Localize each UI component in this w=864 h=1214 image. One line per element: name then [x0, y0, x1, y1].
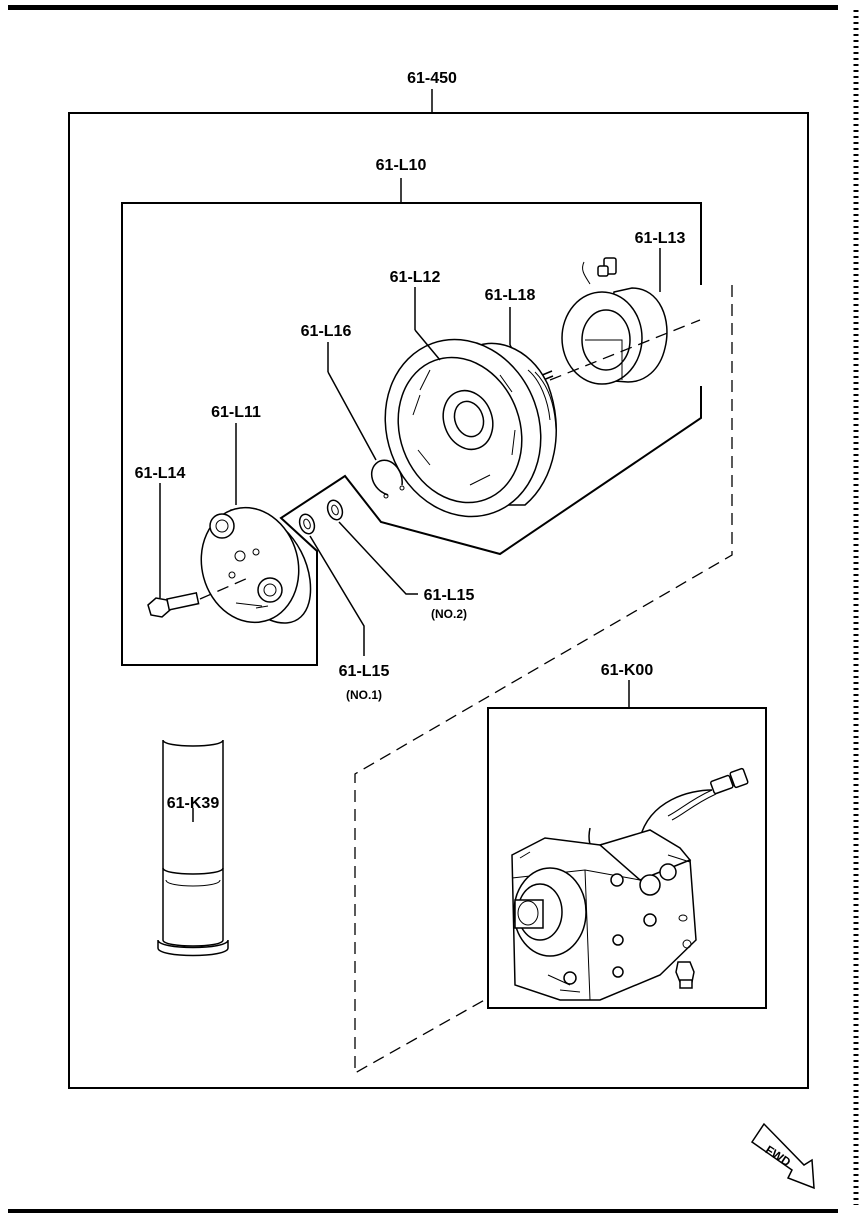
label-61-L15-no1-sub[interactable]: (NO.1)	[346, 688, 382, 702]
snap-ring-61-L16	[370, 459, 405, 499]
oil-container-61-K39	[157, 739, 229, 957]
shim-61-L15-no2	[326, 499, 344, 521]
label-61-K39[interactable]: 61-K39	[167, 795, 220, 812]
label-61-L15-no2[interactable]: 61-L15	[424, 587, 475, 604]
field-coil-61-L13	[561, 257, 668, 385]
compressor-box-61-K00	[487, 707, 767, 1009]
top-rule	[8, 5, 838, 10]
bolt-61-L14	[147, 577, 249, 618]
label-61-L16[interactable]: 61-L16	[301, 323, 352, 340]
clutch-group-box	[121, 202, 702, 666]
label-61-L15-no2-sub[interactable]: (NO.2)	[431, 607, 467, 621]
shim-61-L15-no1	[298, 513, 316, 535]
label-61-L15-no1[interactable]: 61-L15	[339, 663, 390, 680]
bottom-rule	[8, 1209, 838, 1213]
hub-plate-61-L11	[200, 506, 312, 624]
fwd-arrow-icon: FWD	[750, 1122, 815, 1190]
label-61-450[interactable]: 61-450	[407, 70, 457, 87]
label-61-L10[interactable]: 61-L10	[376, 157, 427, 174]
label-61-L13[interactable]: 61-L13	[635, 230, 686, 247]
compressor-61-K00	[511, 767, 749, 1001]
label-61-K00[interactable]: 61-K00	[601, 662, 654, 679]
label-61-L11[interactable]: 61-L11	[211, 404, 261, 421]
assembly-dashed-leader	[354, 285, 733, 1075]
label-61-L12[interactable]: 61-L12	[390, 269, 441, 286]
label-61-L18[interactable]: 61-L18	[485, 287, 536, 304]
label-61-L14[interactable]: 61-L14	[135, 465, 186, 482]
assembly-box-61-450	[68, 112, 809, 1089]
pulley-61-L12	[384, 338, 558, 518]
